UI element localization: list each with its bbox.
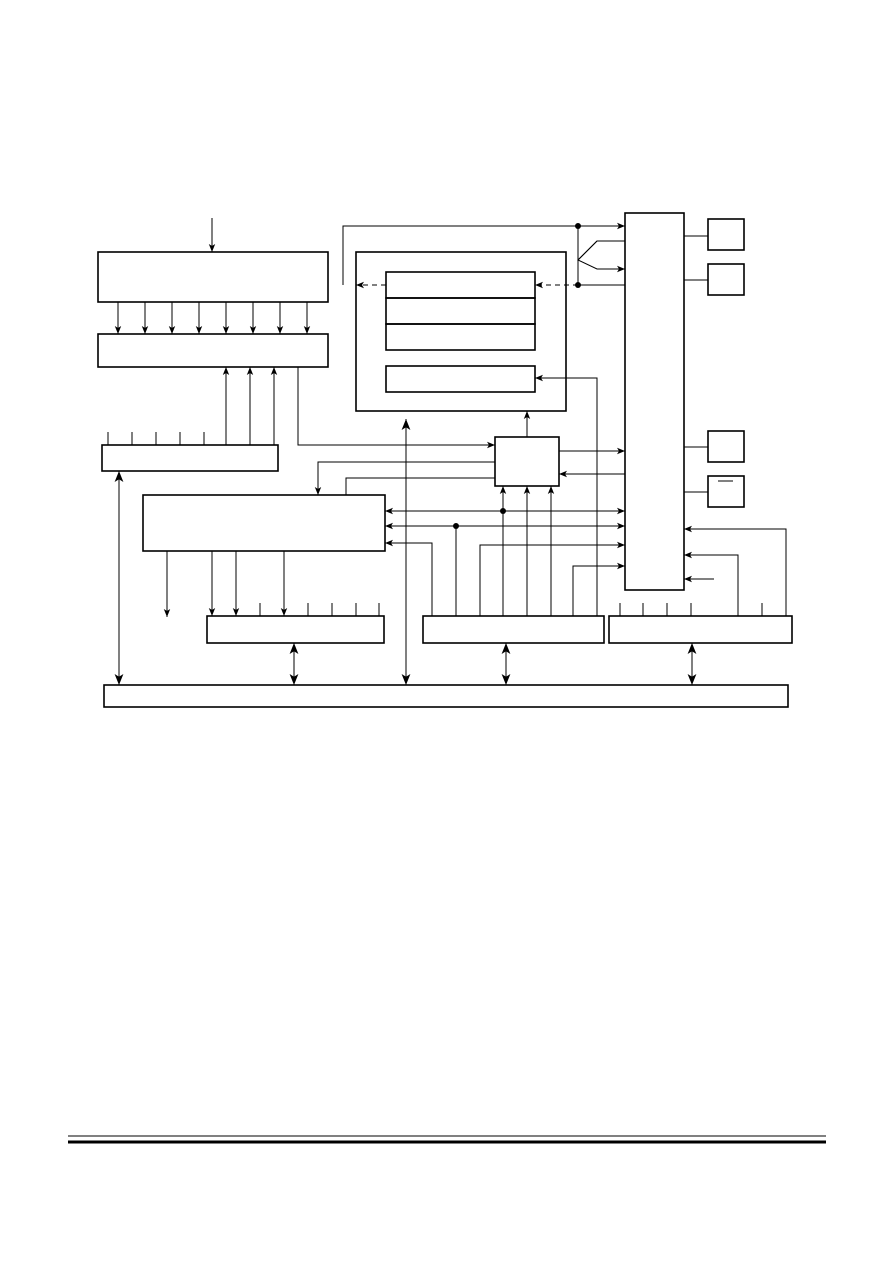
right-to-memory-lower — [535, 374, 598, 616]
main-bus-connectors — [289, 643, 697, 685]
junction-dot-1 — [575, 223, 581, 229]
block-right-tall — [624, 212, 685, 591]
block-memory-frame — [355, 251, 567, 412]
bottom-right-line-2 — [684, 551, 739, 616]
side-connectors — [684, 235, 708, 493]
small-bus-ticks — [107, 432, 205, 445]
mid-block-bus-lines — [385, 507, 625, 616]
block-bottom-left — [206, 615, 385, 644]
controller-to-mid-block — [314, 461, 495, 495]
bottom-right-line-1 — [684, 525, 787, 616]
block-controller — [494, 436, 560, 487]
bottom-left-ticks — [259, 603, 380, 616]
bottom-right-ticks — [619, 603, 763, 616]
block-top-left — [97, 251, 329, 303]
block-memory-row-3 — [385, 323, 536, 351]
mid-to-bottom-left-arrows — [208, 551, 288, 616]
block-bottom-mid — [422, 615, 605, 644]
crossover-lines — [577, 240, 625, 273]
register-load-arrows — [222, 367, 278, 445]
block-left-small-bus — [101, 444, 279, 472]
junction-dot-2 — [575, 282, 581, 288]
register-to-controller — [297, 367, 495, 449]
block-side-3 — [707, 430, 745, 463]
block-bottom-right — [608, 615, 793, 644]
bottom-mid-to-controller — [499, 486, 555, 616]
block-side-1 — [707, 218, 745, 251]
block-memory-lower — [385, 365, 536, 393]
block-left-register — [97, 333, 329, 368]
block-memory-row-1 — [385, 271, 536, 299]
block-main-bus — [103, 684, 789, 708]
decode-arrows — [114, 302, 311, 334]
memory-address-line — [342, 222, 625, 285]
block-mid-large — [142, 494, 386, 552]
block-memory-row-2 — [385, 297, 536, 325]
bottom-mid-line-2 — [572, 562, 625, 616]
controller-line-to-mid — [345, 477, 495, 495]
bottom-mid-line-1 — [479, 541, 625, 616]
block-side-2 — [707, 263, 745, 296]
